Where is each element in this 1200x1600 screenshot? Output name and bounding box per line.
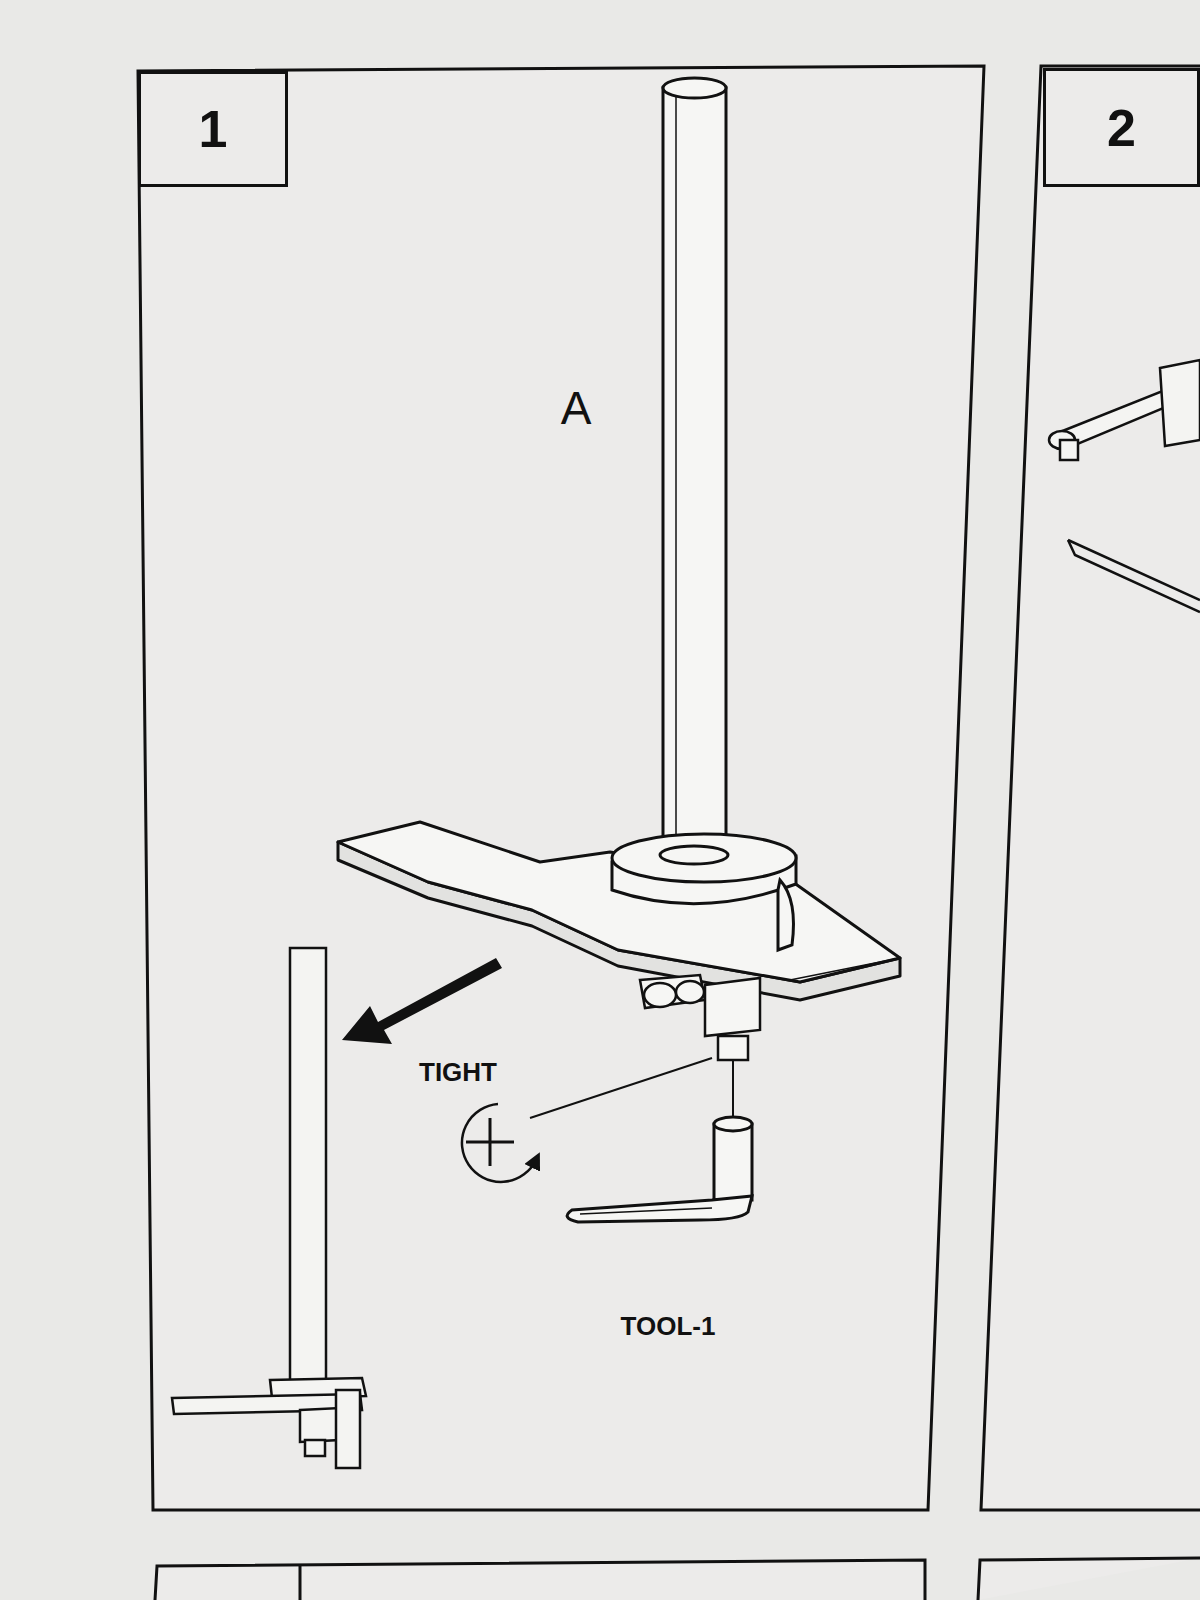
panel-frame xyxy=(299,1566,302,1600)
arm-illustration xyxy=(1049,360,1200,612)
step-number-box: 1 xyxy=(138,71,288,187)
step-number: 1 xyxy=(199,103,228,155)
part-label: TIGHT xyxy=(419,1059,497,1085)
direction-arrow xyxy=(342,958,502,1044)
step-number-box: 2 xyxy=(1043,68,1200,187)
panel-frame xyxy=(978,1558,1200,1600)
part-label: A xyxy=(561,385,592,431)
tighten-symbol xyxy=(462,1058,712,1182)
pole-mini-illustration xyxy=(172,948,366,1468)
hex-key xyxy=(567,1117,752,1222)
panel-frame xyxy=(155,1560,925,1600)
clamp-illustration xyxy=(640,975,760,1120)
clamp-plate xyxy=(338,822,900,1000)
part-label: TOOL-1 xyxy=(621,1313,716,1339)
panel-frame xyxy=(981,66,1200,1510)
panel-frame xyxy=(138,66,984,1510)
pole-illustration xyxy=(663,78,726,858)
pole-collar xyxy=(612,834,796,950)
step-number: 2 xyxy=(1107,102,1136,154)
